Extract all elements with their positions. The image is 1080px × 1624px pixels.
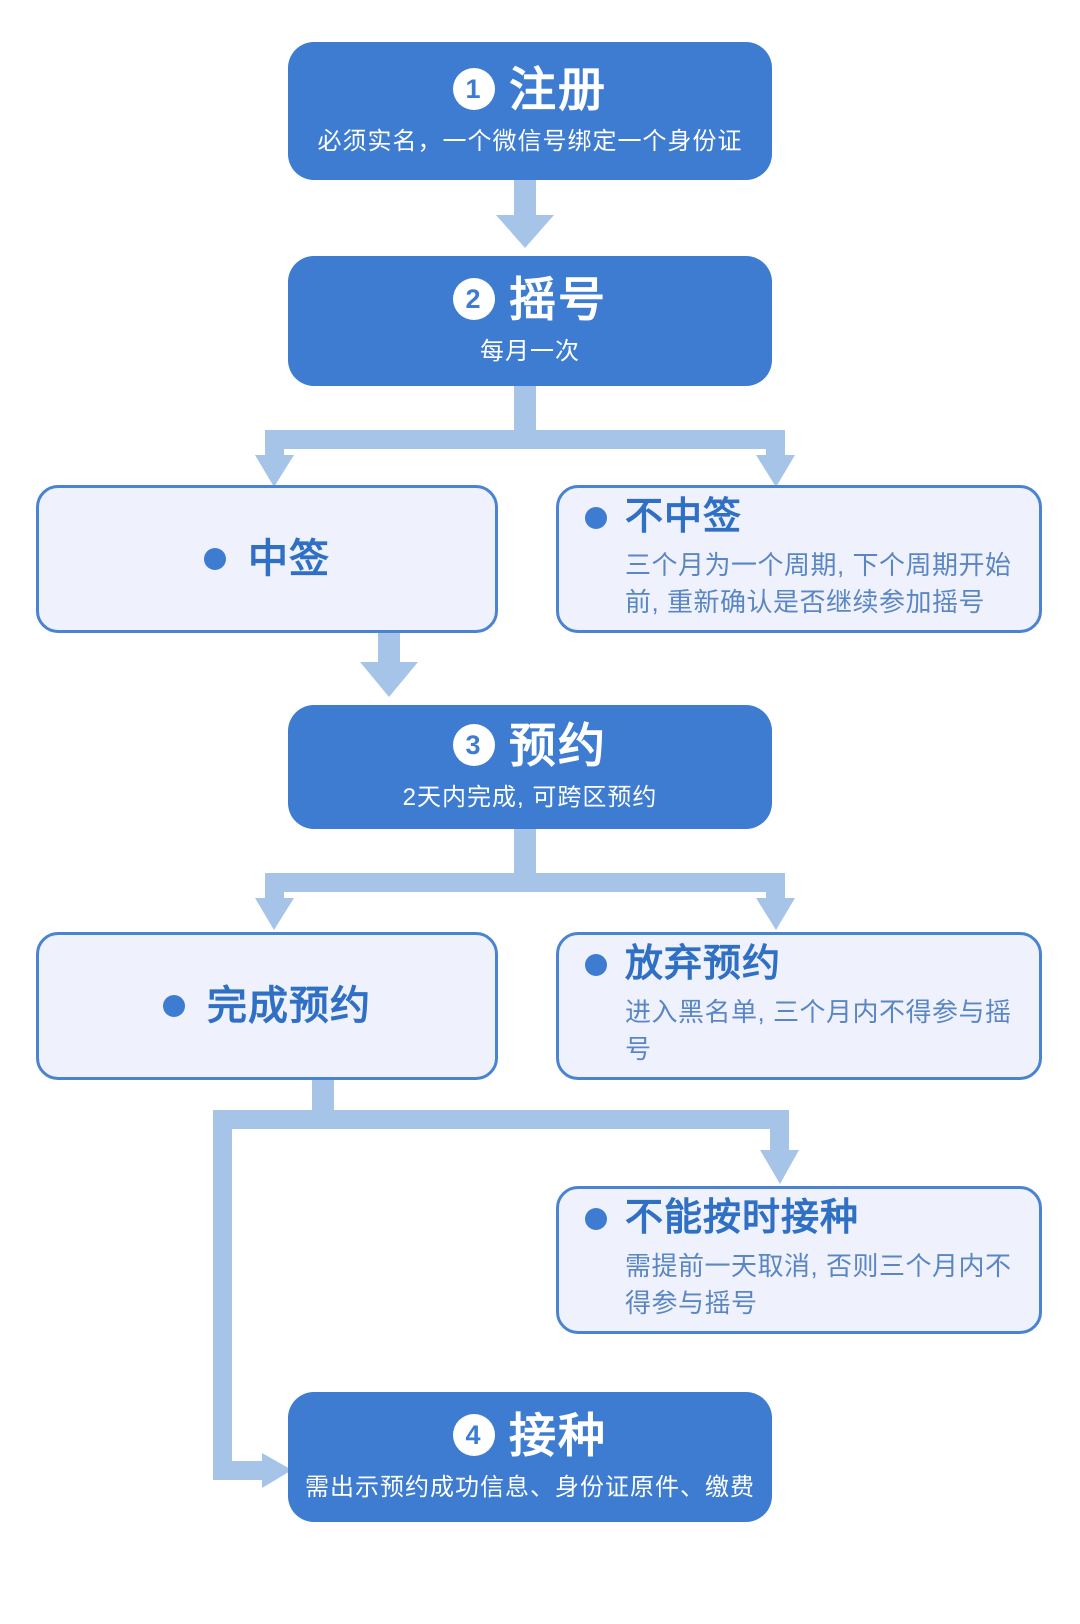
outcome-not-won-box[interactable]: 不中签 三个月为一个周期, 下个周期开始前, 重新确认是否继续参加摇号 xyxy=(556,485,1042,633)
outcome-missed-box[interactable]: 不能按时接种 需提前一天取消, 否则三个月内不得参与摇号 xyxy=(556,1186,1042,1334)
arrow-step1-to-step2 xyxy=(496,180,554,248)
step-1-title-row: 1 注册 xyxy=(453,66,607,113)
bullet-icon xyxy=(585,954,607,977)
outcome-title-text: 完成预约 xyxy=(207,984,371,1028)
step-3-description: 2天内完成, 可跨区预约 xyxy=(402,783,658,811)
bullet-icon xyxy=(585,507,607,530)
outcome-completed-head: 完成预约 xyxy=(163,984,371,1028)
step-number-badge: 4 xyxy=(453,1414,495,1456)
step-number-badge: 1 xyxy=(453,68,495,110)
step-title-text: 接种 xyxy=(509,1408,607,1462)
bullet-icon xyxy=(204,548,226,570)
outcome-won-head: 中签 xyxy=(204,537,330,581)
step-number-badge: 3 xyxy=(453,724,495,766)
step-title-text: 注册 xyxy=(509,62,607,116)
step-number-badge: 2 xyxy=(453,278,495,320)
outcome-title-text: 中签 xyxy=(248,537,330,581)
step-2-lottery-box[interactable]: 2 摇号 每月一次 xyxy=(288,256,772,386)
outcome-abandoned-box[interactable]: 放弃预约 进入黑名单, 三个月内不得参与摇号 xyxy=(556,932,1042,1080)
outcome-completed-box[interactable]: 完成预约 xyxy=(36,932,498,1080)
bullet-icon xyxy=(163,995,185,1017)
bullet-icon xyxy=(585,1208,607,1231)
step-3-appointment-box[interactable]: 3 预约 2天内完成, 可跨区预约 xyxy=(288,705,772,829)
connector-step3-split xyxy=(255,828,795,930)
outcome-not-won-head: 不中签 xyxy=(585,496,1013,539)
outcome-description: 进入黑名单, 三个月内不得参与摇号 xyxy=(625,997,1012,1064)
outcome-won-box[interactable]: 中签 xyxy=(36,485,498,633)
outcome-title-text: 不中签 xyxy=(625,496,743,539)
outcome-abandoned-head: 放弃预约 xyxy=(585,943,1013,986)
step-4-vaccination-box[interactable]: 4 接种 需出示预约成功信息、身份证原件、缴费 xyxy=(288,1392,772,1522)
outcome-title-text: 不能按时接种 xyxy=(625,1197,860,1240)
outcome-missed-head: 不能按时接种 xyxy=(585,1197,1013,1240)
step-title-text: 预约 xyxy=(509,718,607,772)
step-4-title-row: 4 接种 xyxy=(453,1412,607,1459)
step-1-register-box[interactable]: 1 注册 必须实名，一个微信号绑定一个身份证 xyxy=(288,42,772,180)
outcome-title-text: 放弃预约 xyxy=(625,943,782,986)
step-4-description: 需出示预约成功信息、身份证原件、缴费 xyxy=(305,1473,755,1501)
step-3-title-row: 3 预约 xyxy=(453,722,607,769)
step-2-title-row: 2 摇号 xyxy=(453,276,607,323)
outcome-description: 需提前一天取消, 否则三个月内不得参与摇号 xyxy=(625,1251,1012,1318)
outcome-description: 三个月为一个周期, 下个周期开始前, 重新确认是否继续参加摇号 xyxy=(625,550,1012,617)
step-1-description: 必须实名，一个微信号绑定一个身份证 xyxy=(317,127,743,155)
step-2-description: 每月一次 xyxy=(480,337,580,365)
connector-step2-split xyxy=(255,385,795,487)
arrow-won-to-step3 xyxy=(360,632,418,697)
step-title-text: 摇号 xyxy=(509,272,607,326)
